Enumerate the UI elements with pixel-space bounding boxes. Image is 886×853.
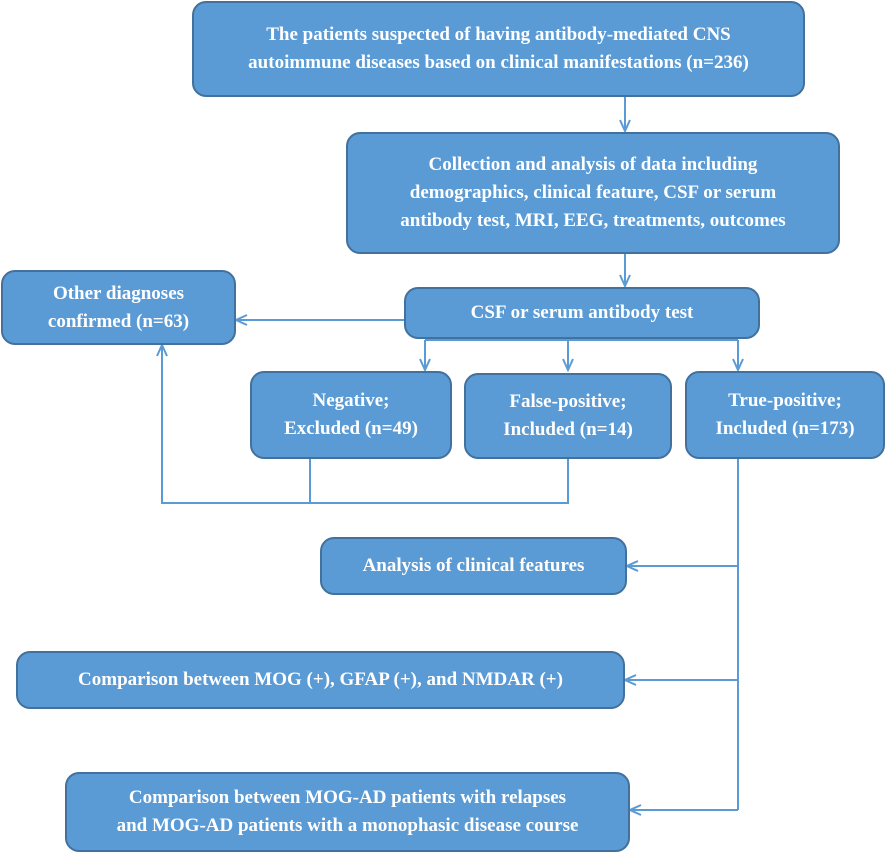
arrow-return-to-other-diagnoses bbox=[162, 345, 310, 504]
data-collection-box-text: Collection and analysis of data includin… bbox=[400, 154, 786, 231]
comparison-mogad-box: Comparison between MOG-AD patients with … bbox=[65, 772, 630, 852]
comparison-antibodies-box-text: Comparison between MOG (+), GFAP (+), an… bbox=[78, 669, 563, 690]
false-positive-box-text: False-positive; Included (n=14) bbox=[503, 391, 633, 440]
comparison-antibodies-box: Comparison between MOG (+), GFAP (+), an… bbox=[16, 651, 625, 709]
patients-box: The patients suspected of having antibod… bbox=[192, 1, 805, 97]
antibody-test-box: CSF or serum antibody test bbox=[404, 287, 760, 339]
negative-excluded-box-text: Negative; Excluded (n=49) bbox=[284, 390, 418, 439]
data-collection-box: Collection and analysis of data includin… bbox=[346, 132, 840, 254]
true-positive-box-text: True-positive; Included (n=173) bbox=[715, 390, 855, 439]
other-diagnoses-box-text: Other diagnoses confirmed (n=63) bbox=[47, 282, 190, 332]
clinical-features-box-text: Analysis of clinical features bbox=[362, 555, 585, 576]
patients-box-text: The patients suspected of having antibod… bbox=[248, 24, 749, 73]
false-positive-box: False-positive; Included (n=14) bbox=[464, 373, 672, 459]
antibody-test-box-text: CSF or serum antibody test bbox=[470, 302, 694, 323]
return-line-excluded bbox=[309, 459, 569, 504]
negative-excluded-box: Negative; Excluded (n=49) bbox=[250, 371, 452, 459]
other-diagnoses-box: Other diagnoses confirmed (n=63) bbox=[1, 270, 236, 345]
true-positive-box: True-positive; Included (n=173) bbox=[685, 371, 885, 459]
clinical-features-box: Analysis of clinical features bbox=[320, 537, 627, 595]
comparison-mogad-box-text: Comparison between MOG-AD patients with … bbox=[116, 787, 579, 836]
